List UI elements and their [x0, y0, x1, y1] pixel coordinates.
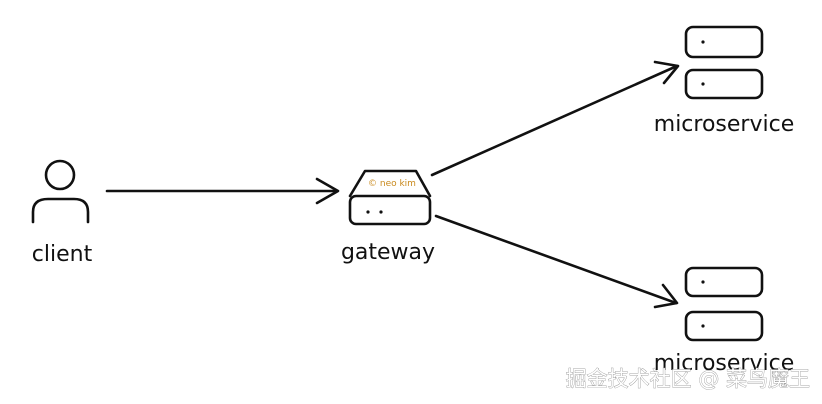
gateway-node: © neo kim gateway: [341, 169, 435, 265]
service-top-node: microservice: [654, 25, 794, 137]
author-signature: © neo kim: [368, 179, 416, 189]
client-label: client: [32, 242, 93, 267]
server-stack-icon: [684, 266, 764, 342]
edge-client-gateway: [105, 177, 340, 205]
server-stack-icon: [684, 25, 764, 100]
service-bottom-label: microservice: [654, 351, 794, 376]
user-icon: [31, 159, 90, 224]
edge-gateway-service-top: [430, 60, 680, 177]
gateway-server-icon: [348, 169, 432, 226]
watermark: 掘金技术社区 @ 菜鸟魔王: [566, 367, 810, 391]
client-node: client: [31, 159, 93, 267]
edge-gateway-service-bottom: [434, 214, 679, 309]
gateway-label: gateway: [341, 240, 435, 265]
service-bottom-node: microservice: [654, 266, 794, 376]
service-top-label: microservice: [654, 112, 794, 137]
